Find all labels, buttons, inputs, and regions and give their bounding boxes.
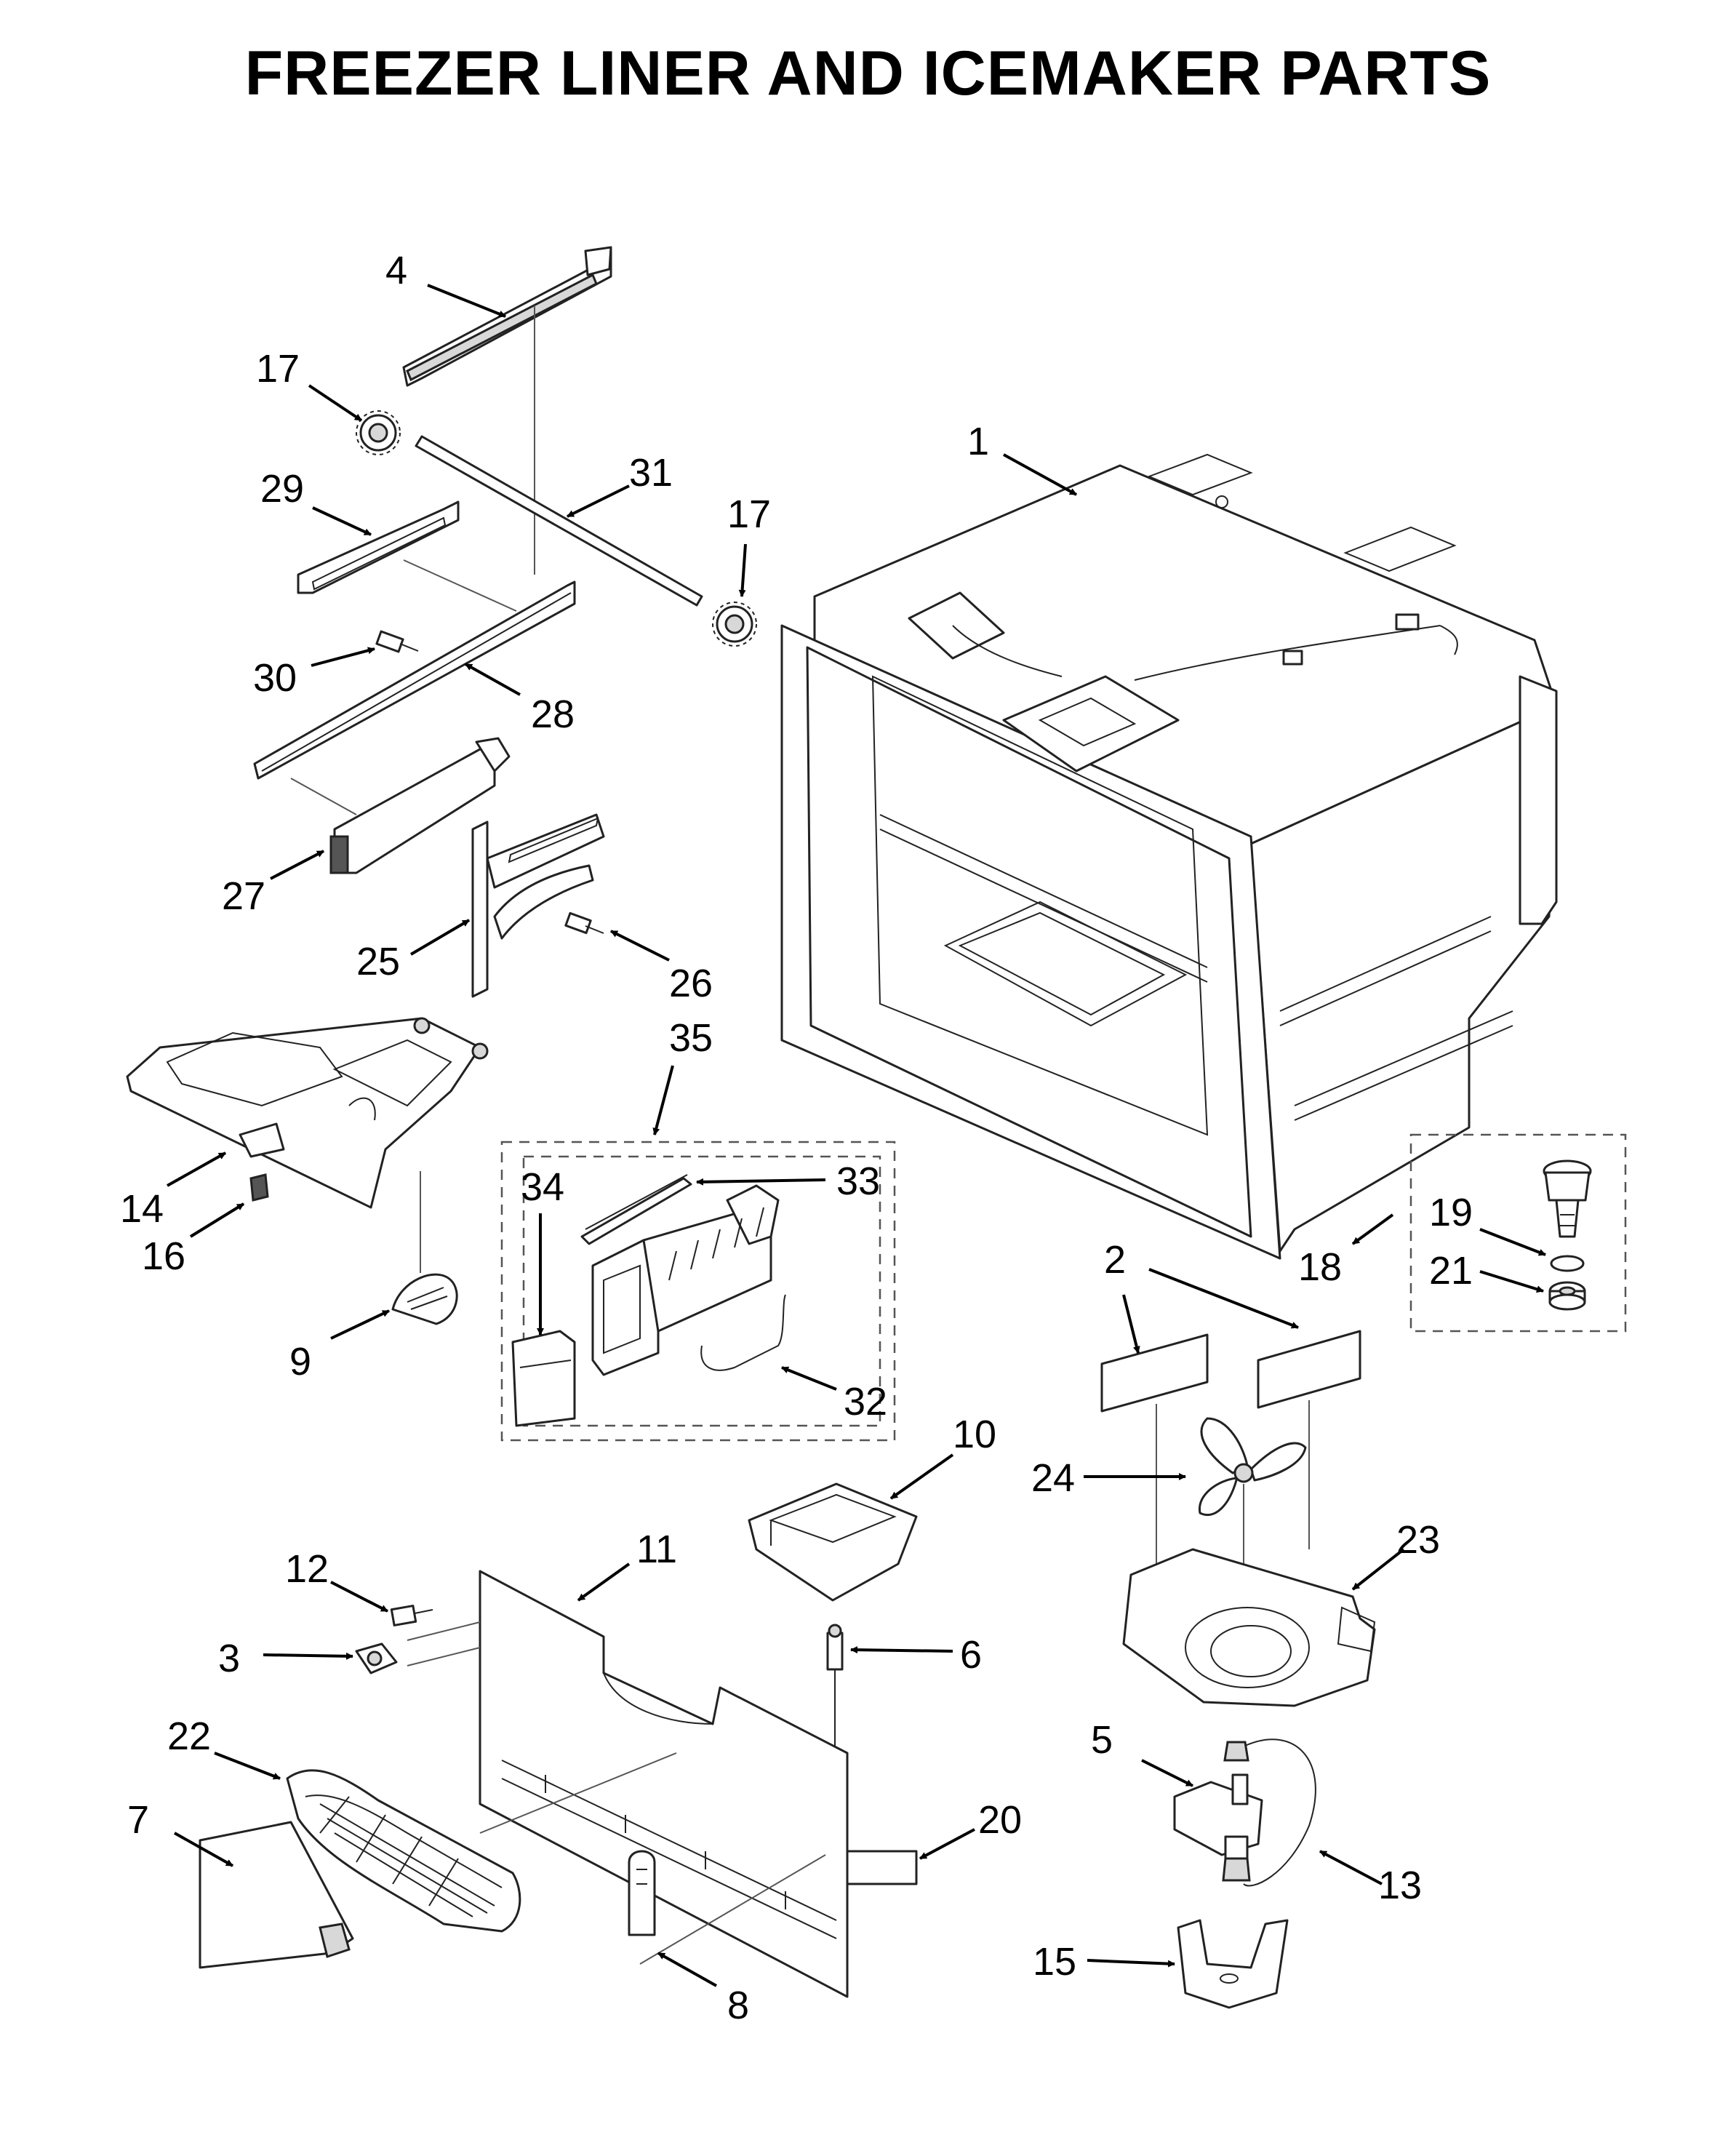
part-5-fan-motor bbox=[1173, 1741, 1263, 1882]
part-8-clip bbox=[628, 1850, 656, 1936]
callout-14: 14 bbox=[120, 1187, 164, 1231]
part-4-rail bbox=[402, 246, 612, 387]
part-30-screw bbox=[375, 630, 419, 653]
part-21-seal bbox=[1548, 1255, 1586, 1311]
callout-21: 21 bbox=[1429, 1249, 1473, 1293]
leader-lines bbox=[167, 284, 1546, 1987]
callout-30: 30 bbox=[253, 656, 297, 700]
part-icemaker-module bbox=[591, 1184, 780, 1376]
callout-1: 1 bbox=[967, 420, 989, 463]
part-32-bail-arm bbox=[700, 1294, 786, 1371]
part-20-foam-strip bbox=[846, 1850, 918, 1885]
callout-31: 31 bbox=[629, 451, 673, 495]
part-28-slide bbox=[253, 580, 576, 780]
part-6-sensor bbox=[826, 1624, 844, 1746]
callout-34: 34 bbox=[521, 1165, 564, 1209]
callout-4: 4 bbox=[385, 249, 407, 292]
callout-17-left: 17 bbox=[256, 347, 300, 391]
callout-7: 7 bbox=[127, 1798, 149, 1842]
part-16-clip bbox=[249, 1173, 269, 1202]
callout-3: 3 bbox=[218, 1637, 240, 1680]
part-12-screw bbox=[390, 1605, 433, 1626]
part-7-cover bbox=[199, 1821, 354, 1969]
callout-27: 27 bbox=[222, 874, 265, 918]
callout-23: 23 bbox=[1396, 1518, 1440, 1562]
callout-18: 18 bbox=[1298, 1245, 1342, 1289]
callout-11: 11 bbox=[636, 1528, 677, 1571]
part-11-back-panel bbox=[479, 1570, 849, 1998]
callout-26: 26 bbox=[669, 962, 713, 1005]
callout-29: 29 bbox=[260, 467, 304, 511]
callout-13: 13 bbox=[1378, 1864, 1422, 1907]
callout-25: 25 bbox=[356, 940, 400, 983]
callout-labels: 4 17 31 17 1 29 30 28 27 25 26 35 34 33 … bbox=[120, 249, 1473, 2027]
part-29-bracket bbox=[297, 500, 460, 594]
part-31-shaft bbox=[415, 435, 703, 607]
part-17-gear-right bbox=[712, 602, 757, 647]
part-33-wire-harness bbox=[580, 1174, 692, 1245]
part-13-wire bbox=[1243, 1738, 1316, 1887]
part-15-bracket bbox=[1177, 1919, 1289, 2009]
part-34-cover bbox=[511, 1330, 576, 1427]
callout-12: 12 bbox=[285, 1547, 329, 1591]
part-19-inlet bbox=[1543, 1159, 1592, 1238]
callout-9: 9 bbox=[289, 1340, 311, 1384]
callout-8: 8 bbox=[727, 1984, 749, 2027]
part-27-slide-bracket bbox=[329, 737, 511, 874]
callout-35: 35 bbox=[669, 1016, 713, 1060]
callout-33: 33 bbox=[836, 1159, 880, 1203]
callout-22: 22 bbox=[167, 1714, 211, 1758]
callout-6: 6 bbox=[960, 1633, 982, 1677]
part-1-freezer-liner bbox=[780, 453, 1558, 1260]
part-9-cam bbox=[391, 1273, 458, 1325]
callout-32: 32 bbox=[844, 1380, 887, 1424]
callout-15: 15 bbox=[1033, 1940, 1076, 1984]
part-23-fan-shroud bbox=[1122, 1548, 1376, 1707]
part-25-side-bracket bbox=[471, 813, 605, 998]
callout-2: 2 bbox=[1104, 1238, 1126, 1282]
diagram-title: FREEZER LINER AND ICEMAKER PARTS bbox=[244, 39, 1492, 108]
part-2-foam-block-right bbox=[1257, 1330, 1361, 1409]
callout-10: 10 bbox=[953, 1413, 996, 1456]
callout-28: 28 bbox=[531, 692, 575, 736]
part-24-fan-blade bbox=[1199, 1417, 1307, 1517]
part-26-screw bbox=[564, 911, 604, 935]
part-22-grille bbox=[286, 1769, 521, 1933]
part-10-ice-tray bbox=[748, 1482, 918, 1602]
grille-mesh bbox=[319, 1796, 495, 1917]
callout-17-right: 17 bbox=[727, 492, 771, 536]
callout-24: 24 bbox=[1031, 1456, 1075, 1500]
callout-19: 19 bbox=[1429, 1191, 1473, 1234]
part-3-damper bbox=[355, 1642, 398, 1674]
callout-20: 20 bbox=[978, 1798, 1022, 1842]
callout-16: 16 bbox=[142, 1234, 185, 1278]
callout-5: 5 bbox=[1091, 1718, 1113, 1762]
part-2-foam-block-left bbox=[1100, 1333, 1209, 1413]
part-14-ice-bin bbox=[126, 1017, 489, 1209]
part-17-gear-left bbox=[356, 410, 401, 455]
